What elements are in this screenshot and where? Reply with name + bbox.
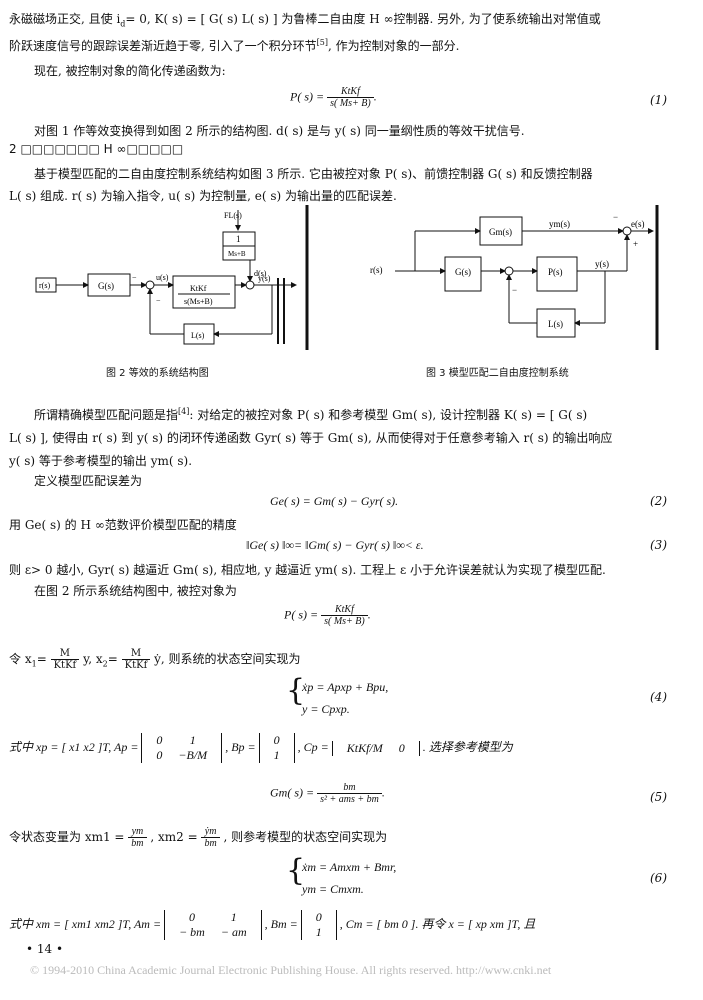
matrix-ap: 0 1 0 −B/M — [141, 733, 223, 763]
fig2-label-fl: FL(s) — [224, 211, 242, 220]
matrix-cell: 0 — [315, 910, 322, 924]
matrix-cell: −B/M — [178, 748, 208, 762]
matrix-am: 0 1 − bm − am — [164, 910, 262, 940]
fig2-label-l: L(s) — [191, 331, 205, 340]
equation-4-brace: { — [286, 673, 306, 708]
fig3-label-ref: r(s) — [370, 265, 383, 275]
equation-6-row-2: ym = Cmxm. — [302, 882, 364, 896]
para-line-11: 用 Ge( s) 的 H ∞范数评价模型匹配的精度 — [9, 518, 237, 532]
para-line-1: 永磁磁场正交, 且使 id= 0, K( s) = [ G( s) L( s) … — [9, 12, 601, 29]
fig3-g-block — [444, 256, 482, 292]
para-line-9: y( s) 等于参考模型的输出 ym( s). — [9, 454, 193, 468]
fig2-label-one: 1 — [236, 234, 241, 244]
fig2-sum-1 — [145, 280, 155, 290]
para-line-6: L( s) 组成. r( s) 为输入指令, u( s) 为控制量, e( s)… — [9, 189, 397, 203]
equation-5-number: (5) — [650, 790, 667, 804]
para-line-12: 则 ε> 0 越小, Gyr( s) 越逼近 Gm( s), 相应地, y 越逼… — [9, 563, 606, 577]
copyright-footer: © 1994-2010 China Academic Journal Elect… — [30, 963, 552, 977]
para-line-13: 在图 2 所示系统结构图中, 被控对象为 — [34, 584, 237, 598]
fig2-label-y: y(s) — [258, 274, 271, 283]
para-line-7: 所谓精确模型匹配问题是指[4]: 对给定的被控对象 P( s) 和参考模型 Gm… — [34, 407, 588, 422]
fig2-label-minus: − — [132, 273, 137, 282]
fig2-label-u: u(s) — [156, 273, 169, 282]
matrix-cell: − bm — [179, 925, 205, 939]
matrix-cell: 0 — [156, 733, 163, 747]
equation-6-row-1: ẋm = Amxm + Bmr, — [302, 860, 397, 874]
matrix-cell: 0 — [188, 910, 195, 924]
matrix-cell: 0 — [398, 740, 405, 755]
para-line-8: L( s) ], 使得由 r( s) 到 y( s) 的闭环传递函数 Gyr( … — [9, 431, 613, 445]
figure-2-caption: 图 2 等效的系统结构图 — [106, 368, 209, 379]
fig3-label-l: L(s) — [548, 319, 563, 329]
fig2-label-fb-minus: − — [156, 296, 161, 305]
page-number: • 14 • — [26, 942, 64, 956]
fig2-plant-block — [172, 275, 236, 309]
fig3-label-e: e(s) — [631, 219, 645, 229]
matrix-cell: 1 — [230, 910, 237, 924]
fig2-label-dist-den: Ms+B — [228, 250, 246, 258]
fig3-label-plus: + — [633, 239, 638, 249]
fig3-sum-e — [622, 226, 632, 236]
para-line-10: 定义模型匹配误差为 — [34, 474, 143, 488]
fig3-label-minus-top: − — [613, 212, 618, 222]
matrix-cell: KtKf/M — [346, 740, 383, 755]
fig2-label-plant-den: s(Ms+B) — [184, 297, 213, 306]
para-line-3: 现在, 被控制对象的简化传递函数为: — [34, 64, 226, 78]
fig3-p-block — [536, 256, 578, 292]
matrix-cell: 1 — [273, 748, 280, 762]
fig2-label-plant-num: KtKf — [190, 284, 207, 293]
figure-3-caption: 图 3 模型匹配二自由度控制系统 — [426, 368, 569, 379]
equation-3-number: (3) — [650, 538, 667, 552]
equation-4-number: (4) — [650, 690, 667, 704]
fig2-label-input: r(s) — [39, 281, 50, 290]
fig3-label-y: y(s) — [595, 259, 609, 269]
matrix-cp: KtKf/M 0 — [331, 740, 420, 756]
equation-4-row-1: ẋp = Apxp + Bpu, — [302, 680, 389, 694]
equation-4-row-2: y = Cpxp. — [302, 702, 350, 716]
matrix-cell: − am — [220, 925, 247, 939]
fig3-label-g: G(s) — [455, 267, 471, 277]
fig2-label-g: G(s) — [98, 281, 114, 291]
fig3-label-ym: ym(s) — [549, 219, 570, 229]
fig3-label-minus-fb: − — [512, 285, 517, 295]
matrix-cell: 1 — [315, 925, 322, 939]
equation-6-brace: { — [286, 853, 306, 888]
fig2-sum-2 — [245, 280, 255, 290]
matrix-cell: 0 — [273, 733, 280, 747]
equation-2: Ge( s) = Gm( s) − Gyr( s). — [270, 494, 399, 508]
para-line-2: 阶跃速度信号的跟踪误差渐近趋于零, 引入了一个积分环节[5], 作为控制对象的一… — [9, 38, 460, 53]
matrix-cell: 0 — [156, 748, 163, 762]
fig3-label-gm: Gm(s) — [489, 227, 512, 237]
fig2-label-d: d(s) — [254, 269, 267, 278]
para-line-5: 基于模型匹配的二自由度控制系统结构如图 3 所示. 它由被控对象 P( s)、前… — [34, 167, 593, 181]
section-heading: 2 □□□□□□□ H ∞□□□□□ — [9, 142, 184, 156]
equation-2-number: (2) — [650, 494, 667, 508]
equation-3: ‖Ge( s) ‖∞= ‖Gm( s) − Gyr( s) ‖∞< ε. — [246, 538, 424, 552]
fig3-sum-1 — [504, 266, 514, 276]
equation-1-number: (1) — [650, 93, 667, 107]
figure-2-diagram: r(s) G(s) − u(s) KtKf s(Ms+B) FL(s) 1 Ms… — [35, 210, 297, 345]
para-line-4: 对图 1 作等效变换得到如图 2 所示的结构图. d( s) 是与 y( s) … — [34, 124, 525, 138]
fig3-label-p: P(s) — [548, 267, 563, 277]
equation-6-number: (6) — [650, 871, 667, 885]
matrix-cell: 1 — [189, 733, 196, 747]
figure-3-diagram: r(s) Gm(s) ym(s) − e(s) + G(s) P(s) y(s)… — [305, 205, 659, 350]
